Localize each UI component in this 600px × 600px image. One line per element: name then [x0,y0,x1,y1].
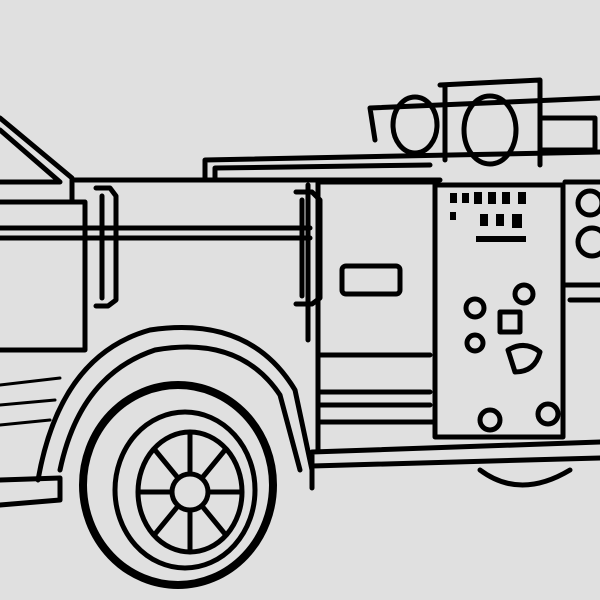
grab-handles [93,185,323,309]
compartment-handle [339,263,403,297]
top-rail [202,95,600,181]
pump-panel [432,182,566,440]
fender [35,325,315,483]
rear-side [562,179,600,303]
gauges [390,77,598,168]
front-wheel [79,381,277,589]
running-board [309,439,600,491]
cab [0,115,88,508]
body-panel [0,177,443,453]
